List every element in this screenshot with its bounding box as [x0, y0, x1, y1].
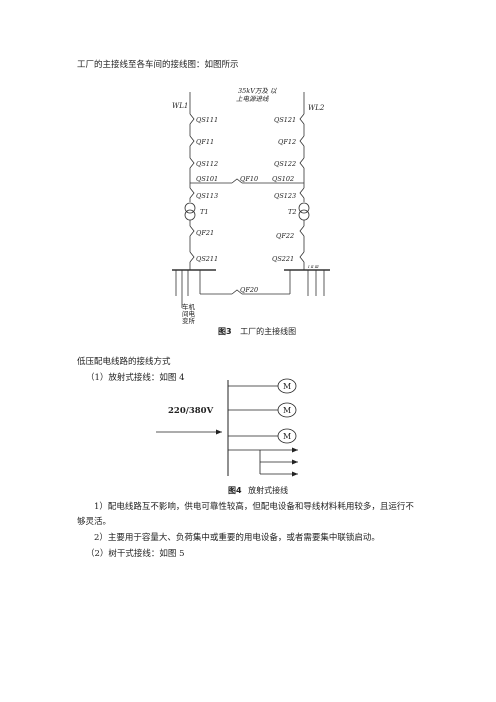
figure4-number: 图4	[228, 486, 242, 495]
svg-text:QS112: QS112	[196, 160, 218, 168]
svg-text:QS221: QS221	[272, 255, 294, 263]
arrow-1	[292, 447, 298, 453]
supply-arrow	[216, 429, 222, 435]
motor-2	[277, 402, 297, 418]
t1-transformer-lower	[184, 209, 196, 221]
qf10-label: QF10	[240, 175, 258, 183]
item1-text: （1）放射式接线：如图 4	[86, 373, 185, 383]
figure4-title: 放射式接线	[248, 486, 289, 495]
svg-text:QS121: QS121	[274, 116, 296, 124]
arrow-3	[292, 471, 298, 477]
qf20-label: QF20	[240, 286, 258, 294]
wl2-label: WL2	[308, 104, 325, 112]
source-label-1: 35kV万及 以	[238, 87, 277, 95]
figure3-number: 图3	[218, 327, 232, 336]
paragraph-1a: 1）配电线路互不影响，供电可靠性较高，但配电设备和导线材料耗用较多，且运行不	[94, 502, 414, 512]
workshop-label-2: 间电	[182, 309, 196, 318]
t1-transformer-upper	[184, 202, 196, 214]
arrow-2	[292, 459, 298, 465]
radial-wiring-diagram: 220/380V M M M	[156, 378, 298, 477]
svg-text:QF21: QF21	[196, 229, 214, 237]
svg-text:QS122: QS122	[274, 160, 296, 168]
voltage-label: 220/380V	[168, 406, 214, 416]
svg-text:QS111: QS111	[196, 116, 218, 124]
item2-text: （2）树干式接线：如图 5	[86, 549, 185, 559]
section-title: 低压配电线路的接线方式	[77, 357, 171, 367]
t2-transformer-upper	[298, 202, 310, 214]
paragraph-2: 2）主要用于容量大、负荷集中或重要的用电设备，或者需要集中联锁启动。	[94, 533, 380, 543]
svg-text:M: M	[283, 382, 291, 391]
motor-1	[277, 378, 297, 394]
workshop-label-3: 变所	[182, 316, 196, 325]
svg-text:QF12: QF12	[278, 138, 296, 146]
svg-text:QS102: QS102	[272, 175, 294, 183]
svg-text:QS101: QS101	[196, 175, 218, 183]
svg-text:T2: T2	[288, 208, 296, 216]
svg-text:QS113: QS113	[196, 192, 218, 200]
svg-text:QS123: QS123	[274, 192, 296, 200]
intro-text: 工厂的主接线至各车间的接线图：如图所示	[77, 60, 239, 70]
svg-text:T1: T1	[200, 208, 208, 216]
qs111-switch	[189, 113, 195, 125]
source-label-2: 上电源进线	[236, 95, 269, 103]
svg-text:M: M	[283, 432, 291, 441]
wl1-label: WL1	[172, 102, 188, 110]
figure4-caption: 图4 放射式接线	[228, 485, 288, 496]
figure3-title: 工厂的主接线图	[240, 327, 297, 336]
main-wiring-diagram: 35kV万及 以 上电源进线 WL1 WL2 QS111 QF11 QS112 …	[172, 87, 330, 325]
motor-3	[277, 428, 297, 444]
figure3-caption: 图3 工厂的主接线图	[218, 326, 296, 337]
svg-text:M: M	[283, 406, 291, 415]
workshop-label-1: 车机	[182, 302, 196, 311]
paragraph-1b: 够灵活。	[77, 517, 112, 527]
small-note: Ⅰ Ⅱ Ⅲ	[307, 264, 319, 269]
t2-transformer-lower	[298, 209, 310, 221]
svg-text:QS211: QS211	[196, 255, 218, 263]
svg-text:QF11: QF11	[196, 138, 214, 146]
svg-text:QF22: QF22	[276, 232, 294, 240]
